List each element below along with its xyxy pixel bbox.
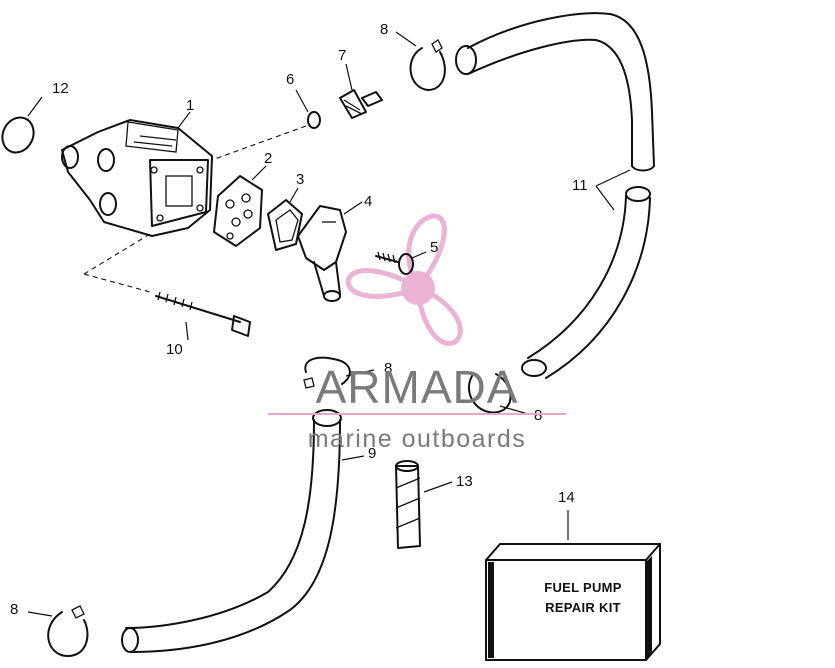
propeller-icon: [345, 213, 463, 346]
repair-kit-part-14: FUEL PUMP REPAIR KIT: [485, 510, 661, 661]
callout-10: 10: [166, 341, 183, 358]
callout-9: 9: [368, 445, 376, 462]
watermark-subtitle: marine outboards: [308, 425, 527, 453]
hose-part-11: [455, 12, 655, 379]
callout-1: 1: [186, 97, 194, 114]
kit-label-line-2: REPAIR KIT: [545, 600, 621, 615]
callout-4: 4: [364, 193, 372, 210]
clamp-part-8-top: [395, 31, 446, 91]
callout-8-top: 8: [380, 21, 388, 38]
gasket-part-2: [213, 165, 267, 247]
clamp-part-8-bottom: [27, 605, 89, 657]
watermark-title: ARMADA: [316, 361, 519, 413]
sleeve-part-13: [395, 460, 453, 549]
callout-14: 14: [558, 489, 575, 506]
callout-11: 11: [572, 177, 588, 194]
clamp-part-8-right: [467, 373, 529, 415]
cover-part-4: [297, 201, 363, 302]
watermark: ARMADA marine outboards: [268, 361, 566, 453]
callout-8-right: 8: [534, 407, 542, 424]
clamp-part-8-middle: [303, 356, 375, 389]
diaphragm-part-3: [267, 187, 303, 251]
o-ring-part-12: [1, 96, 43, 154]
callout-3: 3: [296, 171, 304, 188]
callout-5: 5: [430, 239, 438, 256]
callout-12: 12: [52, 80, 69, 97]
callout-8-middle: 8: [384, 360, 392, 377]
hose-part-9: [121, 409, 365, 653]
callout-2: 2: [264, 150, 272, 167]
bolt-part-10: [83, 233, 251, 341]
small-o-ring-part-6: [211, 89, 321, 161]
callout-13: 13: [456, 473, 473, 490]
callout-8-bottom: 8: [10, 601, 18, 618]
callout-7: 7: [338, 47, 346, 64]
callout-6: 6: [286, 71, 294, 88]
fitting-part-7: [339, 63, 383, 119]
screw-part-5: [375, 251, 427, 275]
kit-label-line-1: FUEL PUMP: [544, 580, 622, 595]
fuel-pump-part-1: [61, 111, 213, 237]
